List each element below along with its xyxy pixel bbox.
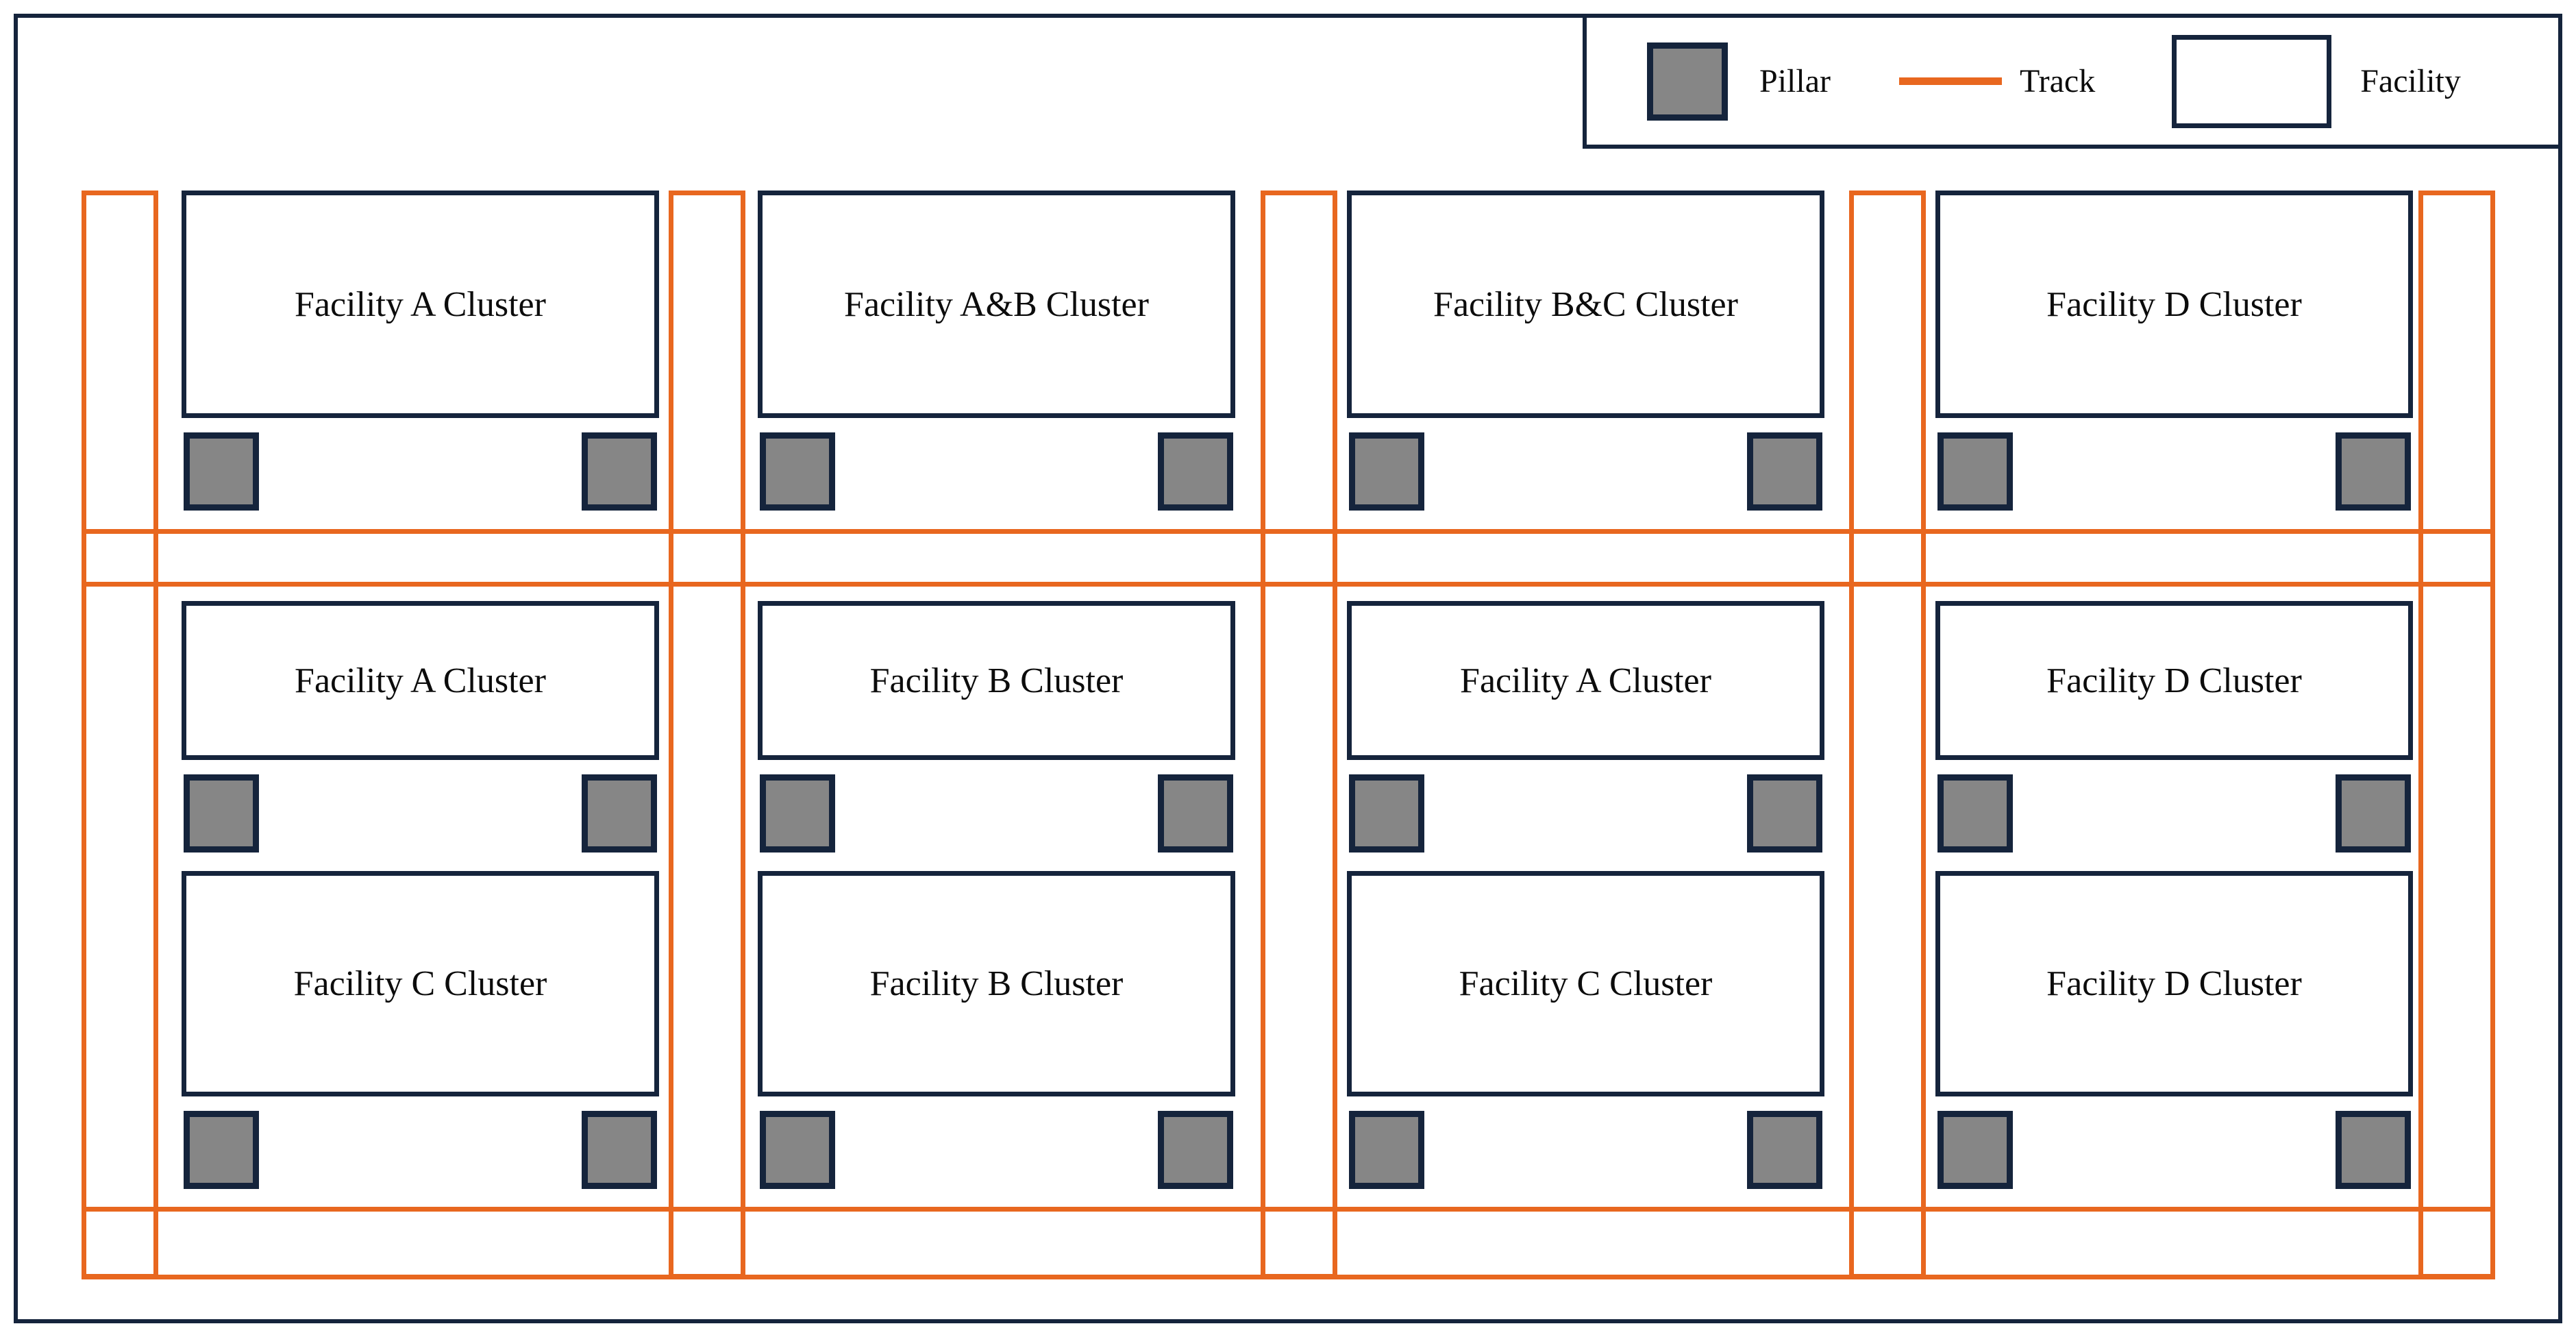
facility-cell: Facility B Cluster (758, 871, 1235, 1189)
facility-cell: Facility D Cluster (1935, 191, 2413, 511)
pillar (582, 774, 657, 853)
facility-box: Facility D Cluster (1935, 191, 2413, 418)
facility-cell: Facility D Cluster (1935, 601, 2413, 853)
pillar (760, 432, 835, 511)
pillar (1349, 1111, 1424, 1189)
pillar (184, 774, 259, 853)
vertical-track-4 (1849, 191, 1926, 1279)
vertical-track-2 (669, 191, 745, 1279)
pillar (1747, 774, 1822, 853)
pillar (1937, 774, 2013, 853)
pillar (2336, 1111, 2411, 1189)
facility-box: Facility A Cluster (182, 191, 659, 418)
facility-box: Facility B Cluster (758, 871, 1235, 1096)
legend-label-pillar: Pillar (1759, 63, 1831, 99)
facility-cell: Facility D Cluster (1935, 871, 2413, 1189)
pillar (1349, 774, 1424, 853)
pillar (1158, 774, 1233, 853)
facility-cell: Facility A Cluster (182, 601, 659, 853)
pillar (760, 774, 835, 853)
facility-box: Facility A Cluster (182, 601, 659, 760)
pillar (582, 432, 657, 511)
facility-cell: Facility C Cluster (182, 871, 659, 1189)
facility-cell: Facility C Cluster (1347, 871, 1824, 1189)
pillar (184, 432, 259, 511)
facility-box: Facility D Cluster (1935, 871, 2413, 1096)
facility-box: Facility D Cluster (1935, 601, 2413, 760)
legend-label-facility: Facility (2360, 63, 2461, 99)
facility-box: Facility A&B Cluster (758, 191, 1235, 418)
facility-cell: Facility A Cluster (182, 191, 659, 511)
facility-cell: Facility B&C Cluster (1347, 191, 1824, 511)
vertical-track-1 (82, 191, 158, 1279)
facility-swatch-icon (2172, 34, 2332, 128)
pillar (184, 1111, 259, 1189)
pillar (2336, 774, 2411, 853)
legend-label-track: Track (2020, 63, 2096, 99)
pillar (1747, 1111, 1822, 1189)
pillar (760, 1111, 835, 1189)
pillar (1158, 432, 1233, 511)
pillar (1158, 1111, 1233, 1189)
horizontal-track-1 (82, 529, 2495, 587)
facility-cell: Facility B Cluster (758, 601, 1235, 853)
facility-cell: Facility A&B Cluster (758, 191, 1235, 511)
facility-box: Facility C Cluster (1347, 871, 1824, 1096)
site-boundary (14, 14, 2562, 1323)
pillar-swatch-icon (1647, 42, 1728, 121)
pillar (1937, 432, 2013, 511)
pillar (1937, 1111, 2013, 1189)
pillar (1349, 432, 1424, 511)
facility-box: Facility C Cluster (182, 871, 659, 1096)
vertical-track-5 (2418, 191, 2495, 1279)
horizontal-track-2 (82, 1207, 2495, 1279)
facility-box: Facility B&C Cluster (1347, 191, 1824, 418)
facility-cell: Facility A Cluster (1347, 601, 1824, 853)
legend: Pillar Track Facility (1583, 14, 2562, 149)
pillar (2336, 432, 2411, 511)
pillar (582, 1111, 657, 1189)
facility-box: Facility A Cluster (1347, 601, 1824, 760)
vertical-track-3 (1261, 191, 1337, 1279)
facility-box: Facility B Cluster (758, 601, 1235, 760)
track-swatch-icon (1899, 77, 2002, 85)
pillar (1747, 432, 1822, 511)
